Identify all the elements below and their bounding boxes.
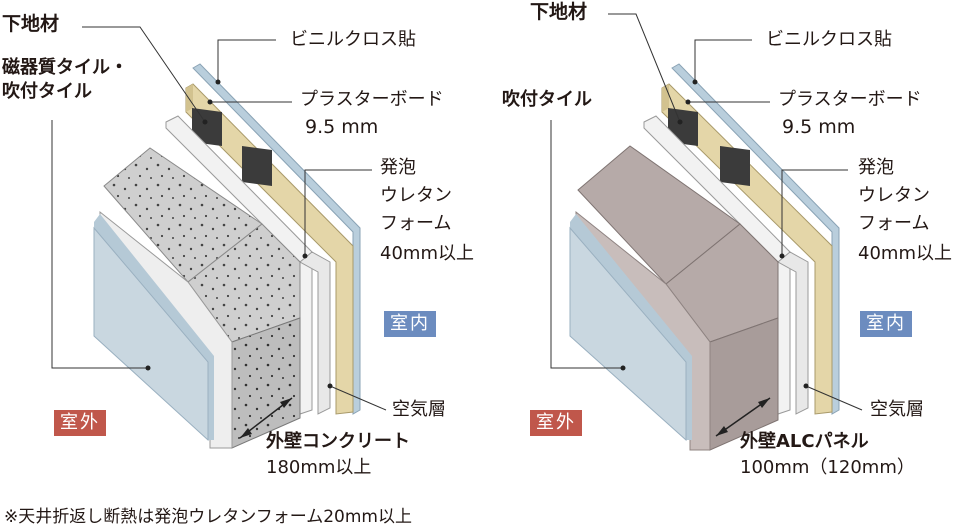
label-wall-left-2: 180mm以上 [266, 457, 372, 478]
label-substrate-left: 下地材 [2, 13, 60, 35]
label-urethane-left-4: 40mm以上 [380, 243, 474, 264]
label-air-right: 空気層 [870, 399, 924, 420]
label-tile-left-1: 磁器質タイル・ [2, 57, 128, 78]
label-urethane-left-3: フォーム [380, 213, 452, 234]
label-urethane-right-4: 40mm以上 [858, 243, 952, 264]
left-wall-diagram [51, 26, 387, 449]
leader-urethane [304, 169, 372, 256]
label-plaster-right: プラスターボード [778, 89, 922, 110]
badge-outdoor-right: 室外 [530, 410, 582, 436]
right-wall-diagram [550, 13, 863, 451]
label-plaster-left: プラスターボード [300, 89, 444, 110]
footnote: ※天井折返し断熱は発泡ウレタンフォーム20mm以上 [4, 507, 412, 527]
label-plaster-size-left: 9.5 mm [305, 116, 379, 138]
label-air-left: 空気層 [392, 399, 446, 420]
label-substrate-right: 下地材 [530, 1, 588, 23]
label-urethane-right-2: ウレタン [858, 185, 930, 206]
label-urethane-right-1: 発泡 [858, 157, 894, 178]
label-vinyl-right: ビニルクロス貼 [766, 29, 892, 50]
leader-vinyl [217, 39, 276, 82]
label-wall-right-1: 外壁ALCパネル [740, 431, 869, 452]
label-wall-right-2: 100mm（120mm） [740, 457, 915, 478]
label-wall-left-1: 外壁コンクリート [266, 431, 410, 452]
label-tile-right: 吹付タイル [502, 89, 592, 110]
badge-outdoor-left: 室外 [54, 410, 106, 436]
leader-substrate [82, 26, 206, 123]
badge-indoor-left: 室内 [384, 311, 436, 337]
label-vinyl-left: ビニルクロス貼 [290, 29, 416, 50]
label-urethane-left-1: 発泡 [380, 157, 416, 178]
leader-air [329, 385, 387, 411]
badge-indoor-right: 室内 [860, 311, 912, 337]
label-urethane-left-2: ウレタン [380, 185, 452, 206]
leader-tile [51, 120, 148, 369]
label-urethane-right-3: フォーム [858, 213, 930, 234]
label-plaster-size-right: 9.5 mm [782, 116, 856, 138]
label-tile-left-2: 吹付タイル [2, 81, 92, 102]
